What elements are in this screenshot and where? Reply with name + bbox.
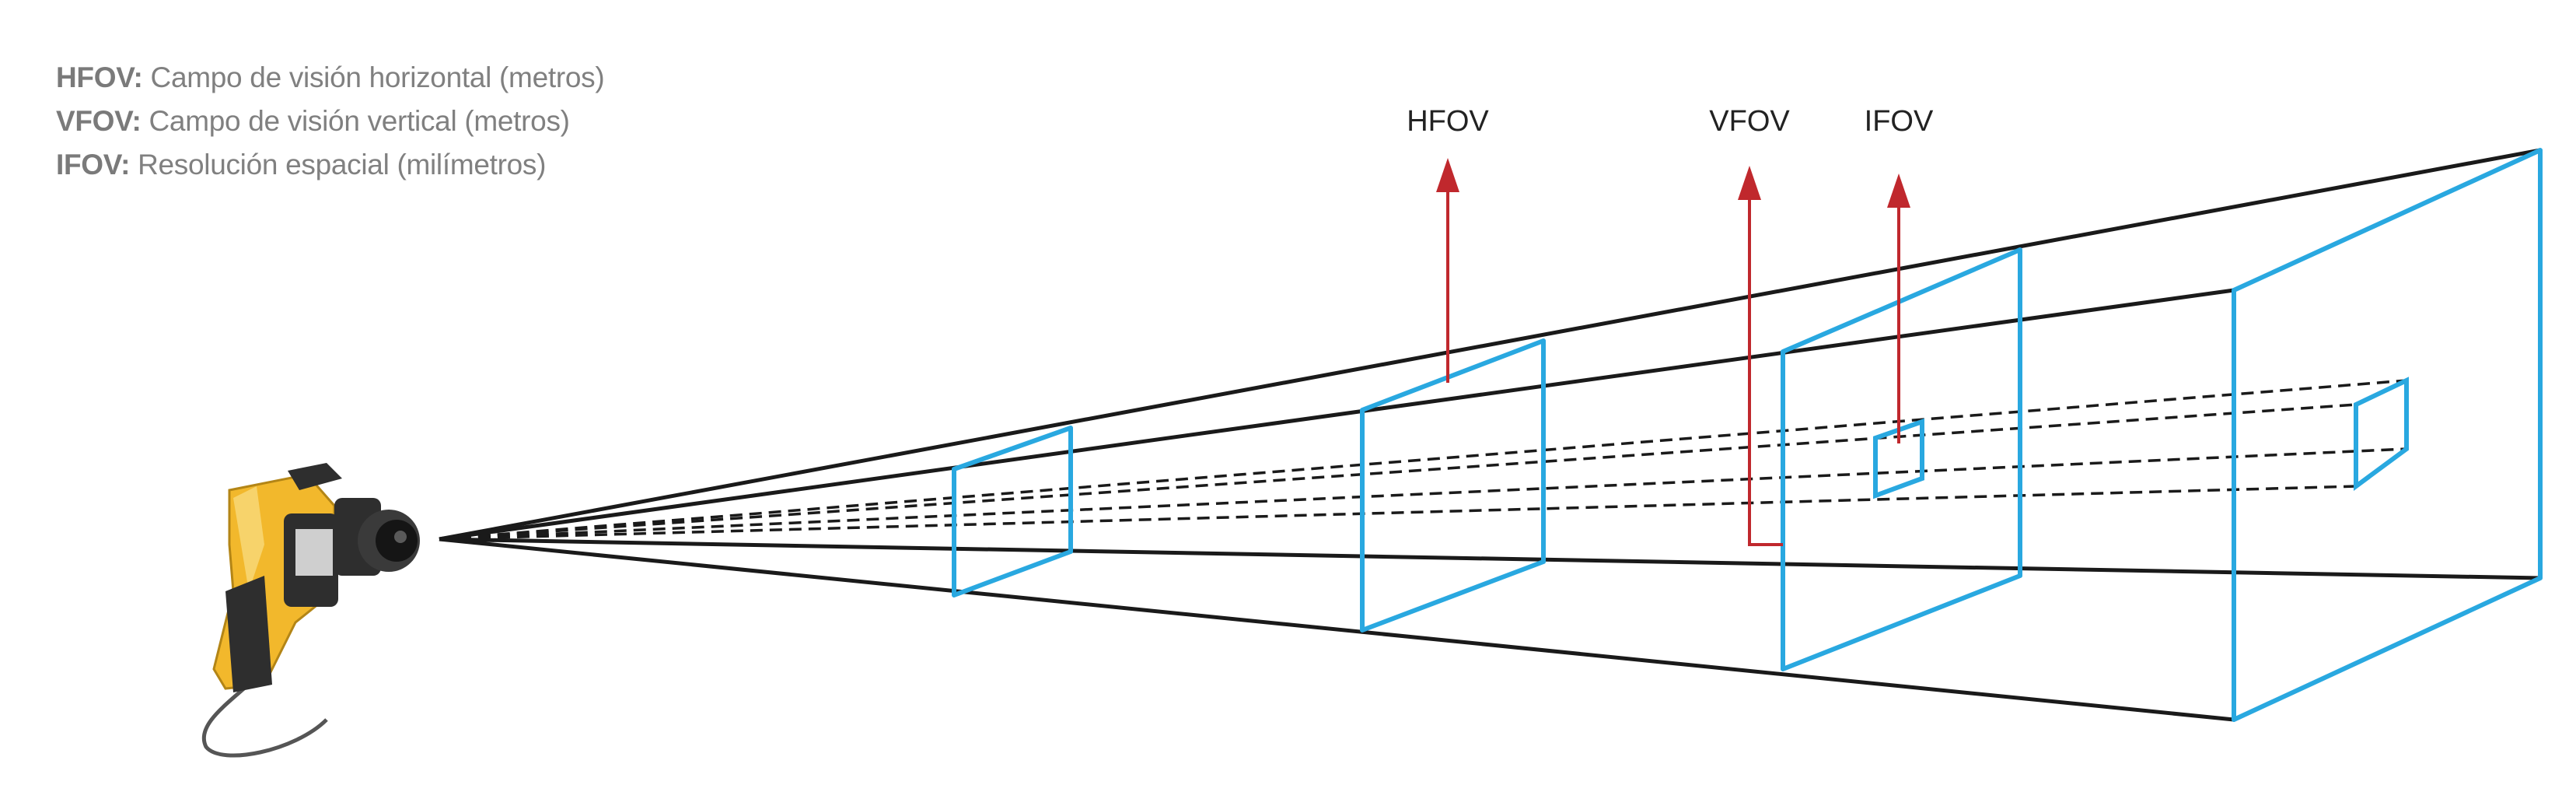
ifov-label: IFOV — [1865, 105, 1934, 138]
legend-row-hfov: HFOV: Campo de visión horizontal (metros… — [56, 56, 605, 100]
ifov-beam-line-2 — [439, 447, 2407, 541]
ifov-beam-line-4 — [439, 485, 2357, 541]
ifov-beam-line-3 — [439, 403, 2357, 541]
vfov-arrow-line — [1748, 194, 1783, 546]
fov-frame-1 — [952, 426, 1073, 598]
fov-frame-2 — [1360, 338, 1546, 633]
legend-row-ifov: IFOV: Resolución espacial (milímetros) — [56, 143, 604, 187]
legend-text-hfov: Campo de visión horizontal (metros) — [150, 61, 605, 93]
hfov-label: HFOV — [1407, 105, 1489, 138]
ifov-beam-line-1 — [439, 379, 2407, 541]
legend-key-vfov: VFOV: — [56, 105, 142, 137]
frustum-edge-bottom-near — [439, 537, 2235, 722]
legend: HFOV: Campo de visión horizontal (metros… — [56, 56, 605, 187]
vfov-arrow-head — [1738, 166, 1761, 200]
fov-frame-3 — [1781, 247, 2022, 671]
legend-row-vfov: VFOV: Campo de visión vertical (metros) — [56, 100, 604, 143]
hfov-arrow-head — [1436, 158, 1459, 192]
legend-key-hfov: HFOV: — [56, 61, 143, 93]
ifov-square-mid — [1873, 418, 1924, 499]
legend-key-ifov: IFOV: — [56, 149, 131, 180]
frustum-edge-top-far — [439, 148, 2541, 541]
fov-frame-4 — [2232, 148, 2543, 722]
vfov-label: VFOV — [1709, 105, 1790, 138]
frustum-edge-top-near — [439, 288, 2235, 541]
frustum-edge-bottom-far — [439, 537, 2541, 580]
ifov-square-far — [2354, 377, 2409, 491]
legend-text-ifov: Resolución espacial (milímetros) — [138, 149, 547, 180]
legend-text-vfov: Campo de visión vertical (metros) — [149, 105, 570, 137]
ifov-arrow-head — [1887, 173, 1910, 208]
thermal-camera-icon — [202, 463, 420, 758]
